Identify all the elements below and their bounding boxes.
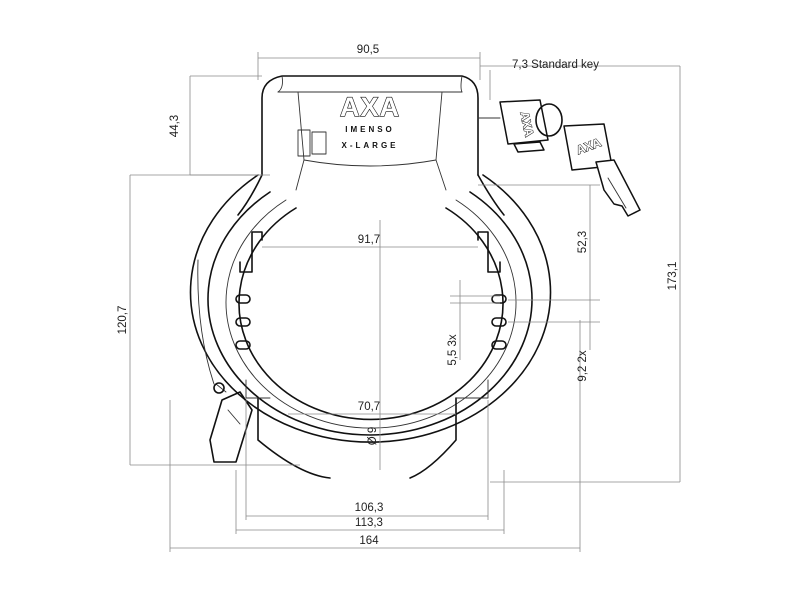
dim-large-slots: 9,2 2x: [577, 350, 589, 382]
dimension-lines: [129, 52, 681, 552]
left-slots: [235, 294, 251, 350]
model-label: IMENSO: [345, 125, 395, 134]
lock-head: [261, 75, 479, 176]
brand-logo: AXA: [340, 92, 400, 122]
dim-bolt-diameter: Ø 9: [367, 427, 379, 446]
svg-text:AXA: AXA: [517, 110, 536, 138]
inner-ring: [238, 207, 504, 421]
outer-ring: [189, 174, 552, 443]
keys: AXA AXA: [477, 99, 641, 217]
dim-outer-width-1: 106,3: [355, 502, 384, 514]
dim-opening-depth: 52,3: [577, 231, 589, 253]
dim-small-slots: 5,5 3x: [447, 334, 459, 366]
dim-total-width: 164: [359, 535, 379, 547]
certification-mark: [297, 129, 311, 157]
dim-total-height: 173,1: [667, 262, 679, 291]
frame-lock-body: [189, 75, 552, 479]
release-lever: [209, 382, 253, 463]
key-one: AXA: [499, 99, 549, 153]
dim-top-width: 90,5: [357, 44, 379, 56]
key-ring: [535, 103, 563, 137]
dim-key-note: 7,3 Standard key: [512, 59, 599, 71]
dim-inner-height: 120,7: [117, 306, 129, 335]
key-two: AXA: [563, 123, 641, 217]
dim-inner-width-top: 91,7: [358, 234, 380, 246]
variant-label: X-LARGE: [342, 141, 399, 150]
inner-bracket-top: [239, 231, 263, 273]
dim-outer-width-2: 113,3: [355, 517, 383, 529]
dim-head-height: 44,3: [169, 115, 181, 137]
dim-inner-width-bottom: 70,7: [358, 401, 380, 413]
